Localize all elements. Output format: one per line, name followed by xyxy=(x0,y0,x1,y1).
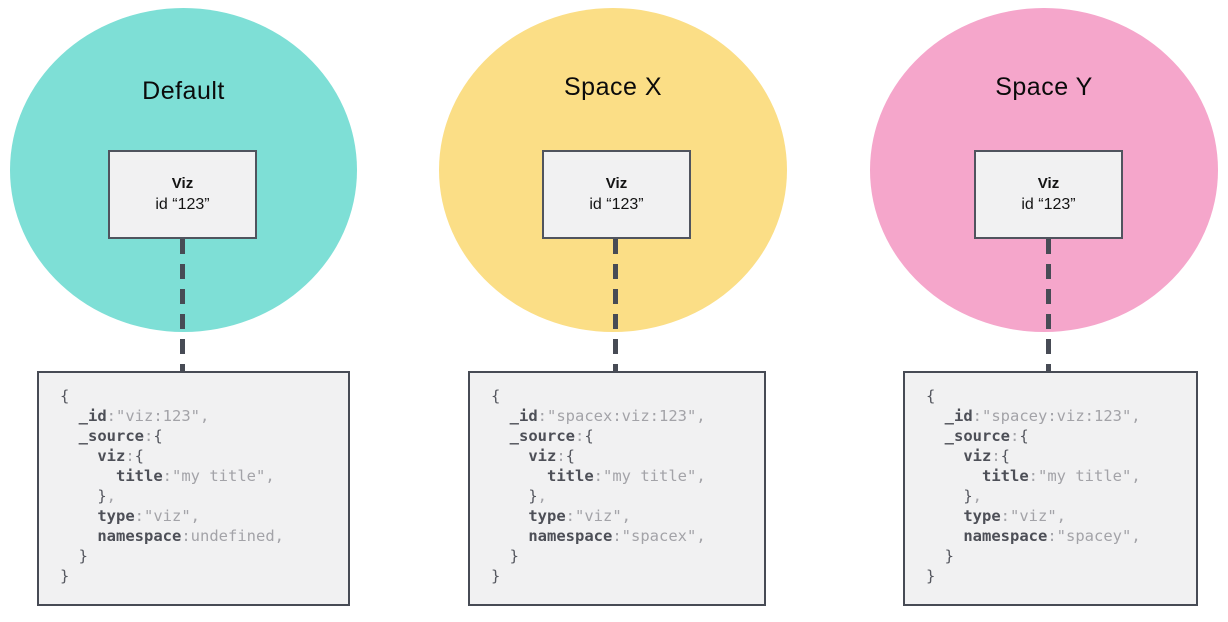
code-line: viz:{ xyxy=(528,447,576,465)
dashed-connector-spacex xyxy=(613,239,618,371)
code-line: { xyxy=(926,387,936,405)
code-line: type:"viz", xyxy=(963,507,1066,525)
code-line: _id:"spacex:viz:123", xyxy=(509,407,706,425)
code-line: } xyxy=(509,547,520,565)
code-line: title:"my title", xyxy=(116,467,275,485)
code-line: } xyxy=(491,567,501,585)
viz-box-spacey: Viz id “123” xyxy=(974,150,1123,239)
code-line: _source:{ xyxy=(944,427,1029,445)
code-line: type:"viz", xyxy=(528,507,631,525)
code-line: }, xyxy=(963,487,983,505)
code-block-spacex: { _id:"spacex:viz:123", _source:{ viz:{ … xyxy=(468,371,766,606)
code-line: } xyxy=(78,547,89,565)
code-line: } xyxy=(926,567,936,585)
default-space-title: Default xyxy=(142,77,225,105)
viz-label: Viz xyxy=(605,175,628,192)
code-block-spacey: { _id:"spacey:viz:123", _source:{ viz:{ … xyxy=(903,371,1198,606)
code-line: _source:{ xyxy=(509,427,594,445)
viz-label: Viz xyxy=(171,175,194,192)
code-line: namespace:"spacey", xyxy=(963,527,1141,545)
viz-id: id “123” xyxy=(589,196,644,213)
dashed-connector-default xyxy=(180,239,185,371)
viz-box-spacex: Viz id “123” xyxy=(542,150,691,239)
code-line: title:"my title", xyxy=(982,467,1141,485)
code-line: _id:"spacey:viz:123", xyxy=(944,407,1141,425)
viz-id: id “123” xyxy=(1021,196,1076,213)
spacey-title: Space Y xyxy=(995,73,1093,101)
code-line: { xyxy=(60,387,70,405)
code-block-default: { _id:"viz:123", _source:{ viz:{ title:"… xyxy=(37,371,350,606)
spacex-title: Space X xyxy=(563,73,662,101)
viz-label: Viz xyxy=(1037,175,1060,192)
code-line: viz:{ xyxy=(963,447,1011,465)
code-line: _source:{ xyxy=(78,427,163,445)
code-line: title:"my title", xyxy=(547,467,706,485)
code-line: } xyxy=(944,547,955,565)
code-line: { xyxy=(491,387,501,405)
code-line: _id:"viz:123", xyxy=(78,407,210,425)
code-line: } xyxy=(60,567,70,585)
code-line: namespace:undefined, xyxy=(97,527,284,545)
code-line: namespace:"spacex", xyxy=(528,527,706,545)
code-line: viz:{ xyxy=(97,447,145,465)
viz-id: id “123” xyxy=(155,196,210,213)
viz-box-default: Viz id “123” xyxy=(108,150,257,239)
code-line: }, xyxy=(97,487,117,505)
dashed-connector-spacey xyxy=(1046,239,1051,371)
code-line: type:"viz", xyxy=(97,507,200,525)
code-line: }, xyxy=(528,487,548,505)
